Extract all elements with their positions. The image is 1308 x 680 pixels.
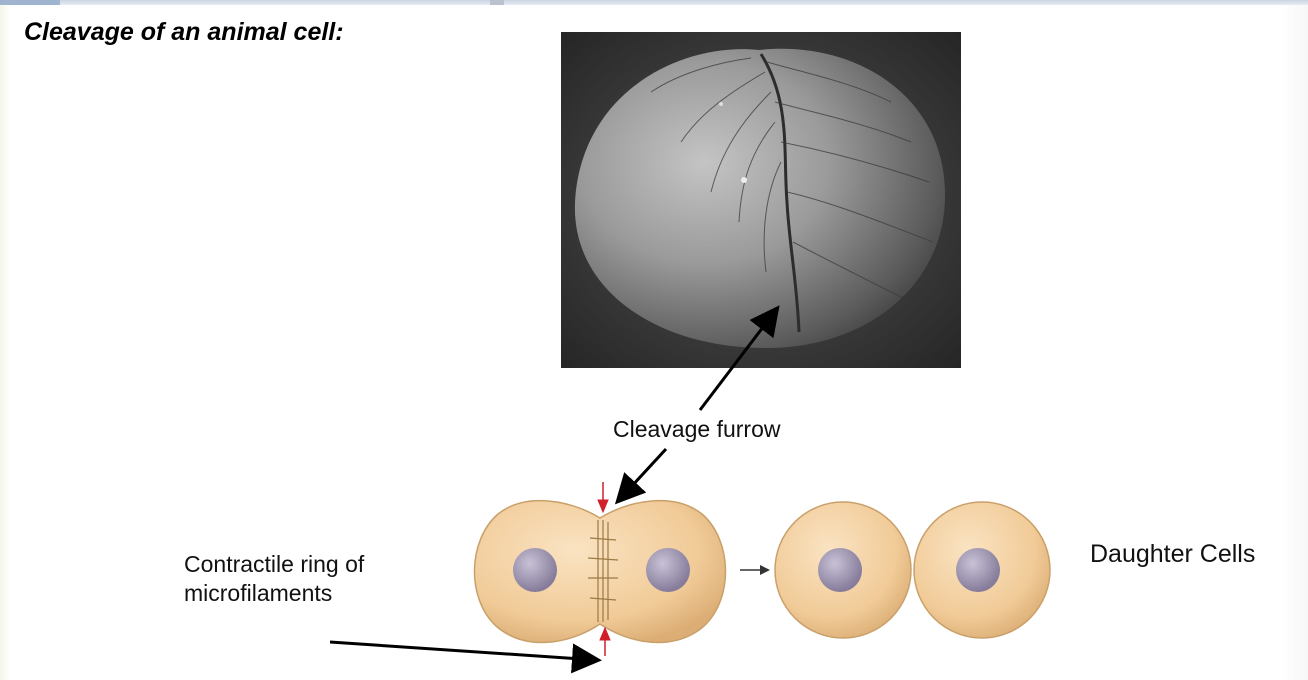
cell-division-illustration xyxy=(473,482,1051,656)
contraction-arrow-bottom xyxy=(599,626,611,656)
nucleus xyxy=(513,548,557,592)
contraction-arrow-top xyxy=(597,482,609,514)
contractile-ring xyxy=(587,520,619,622)
cleavage-micrograph xyxy=(561,32,961,368)
dividing-cell xyxy=(473,499,727,644)
daughter-cells-label: Daughter Cells xyxy=(1090,540,1256,568)
progression-arrow xyxy=(740,565,770,575)
contractile-ring-label: Contractile ring of microfilaments xyxy=(184,550,364,608)
nucleus xyxy=(956,548,1000,592)
furrow-crease xyxy=(759,53,801,333)
nucleus xyxy=(818,548,862,592)
slide-title: Cleavage of an animal cell: xyxy=(24,18,344,46)
contractile-ring-label-line2: microfilaments xyxy=(184,579,333,606)
top-tab-marker xyxy=(490,0,504,5)
contractile-ring-label-line1: Contractile ring of xyxy=(184,551,365,577)
top-tab xyxy=(0,0,60,5)
nucleus xyxy=(646,548,690,592)
top-strip xyxy=(0,0,1308,5)
cleavage-furrow-label: Cleavage furrow xyxy=(613,416,781,442)
egg-surface xyxy=(574,48,946,349)
